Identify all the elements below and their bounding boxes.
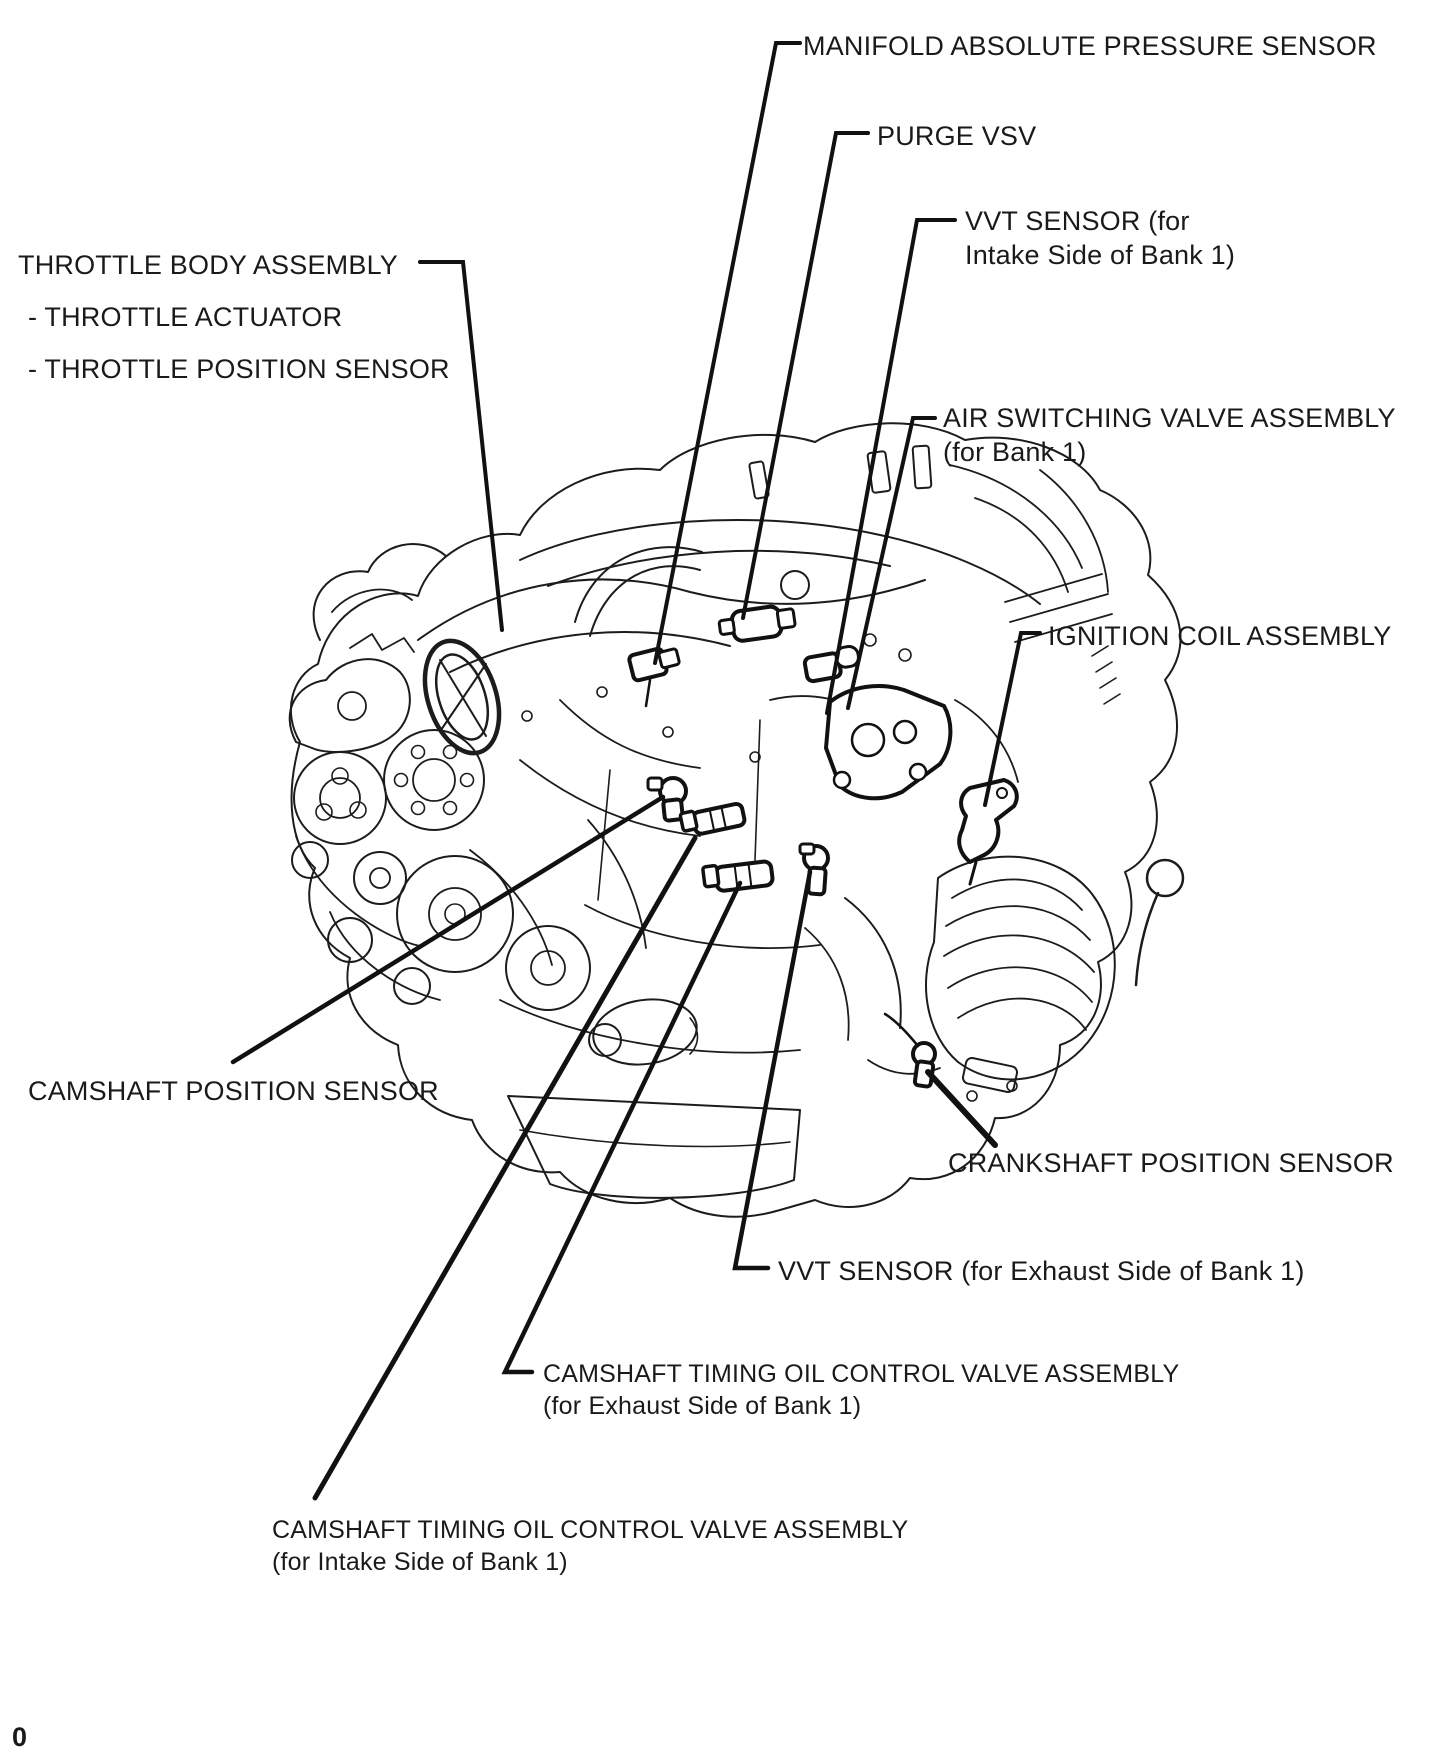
ocv-intake-art xyxy=(678,801,747,836)
label-vvt-sensor-intake-line2: Intake Side of Bank 1) xyxy=(965,240,1236,270)
crankshaft-position-sensor-art xyxy=(883,1012,937,1089)
page-footer-mark: 0 xyxy=(12,1722,28,1752)
label-throttle-body-assembly: THROTTLE BODY ASSEMBLY xyxy=(18,250,399,280)
purge-vsv-art xyxy=(717,604,797,643)
label-ocv-exhaust-line1: CAMSHAFT TIMING OIL CONTROL VALVE ASSEMB… xyxy=(543,1360,1180,1388)
label-crankshaft-position-sensor: CRANKSHAFT POSITION SENSOR xyxy=(948,1148,1394,1178)
label-ocv-intake-line1: CAMSHAFT TIMING OIL CONTROL VALVE ASSEMB… xyxy=(272,1516,909,1544)
label-vvt-sensor-exhaust: VVT SENSOR (for Exhaust Side of Bank 1) xyxy=(778,1256,1305,1286)
vvt-sensor-exhaust-art xyxy=(798,842,830,897)
leader-vvt-sensor-intake xyxy=(825,218,957,715)
throttle-body-art xyxy=(422,638,502,756)
leader-crankshaft-position-sensor xyxy=(925,1069,998,1148)
label-ocv-exhaust-line2: (for Exhaust Side of Bank 1) xyxy=(543,1392,862,1420)
label-air-switching-valve: AIR SWITCHING VALVE ASSEMBLY (for Bank 1… xyxy=(943,401,1396,469)
leader-ocv-exhaust xyxy=(501,880,743,1375)
camshaft-position-sensor-art xyxy=(646,776,688,823)
leader-ignition-coil xyxy=(983,631,1042,807)
label-ignition-coil-assembly: IGNITION COIL ASSEMBLY xyxy=(1048,621,1392,651)
label-throttle-position-sensor: - THROTTLE POSITION SENSOR xyxy=(28,354,450,384)
exhaust-heat-shield-art xyxy=(925,855,1116,1102)
leader-air-switching-valve xyxy=(846,416,937,710)
leader-vvt-sensor-exhaust xyxy=(732,869,813,1271)
label-manifold-absolute-pressure-sensor: MANIFOLD ABSOLUTE PRESSURE SENSOR xyxy=(803,31,1377,61)
label-air-switching-valve-line1: AIR SWITCHING VALVE ASSEMBLY xyxy=(943,403,1396,433)
label-vvt-sensor-intake-line1: VVT SENSOR (for xyxy=(965,206,1190,236)
ocv-exhaust-art xyxy=(701,859,775,893)
label-camshaft-position-sensor: CAMSHAFT POSITION SENSOR xyxy=(28,1076,439,1106)
map-sensor-art xyxy=(627,646,681,708)
label-air-switching-valve-line2: (for Bank 1) xyxy=(943,437,1087,467)
label-vvt-sensor-intake: VVT SENSOR (for Intake Side of Bank 1) xyxy=(965,204,1235,272)
air-switching-valve-art xyxy=(824,684,953,801)
leader-camshaft-position-sensor xyxy=(230,794,666,1065)
label-ocv-intake-line2: (for Intake Side of Bank 1) xyxy=(272,1548,568,1576)
engine-silhouette xyxy=(289,422,1182,1218)
leader-purge-vsv xyxy=(741,131,870,620)
ignition-coil-art xyxy=(957,778,1019,886)
leader-manifold-absolute-pressure-sensor xyxy=(653,41,802,665)
leader-throttle-body-assembly xyxy=(418,260,504,632)
label-ocv-exhaust: CAMSHAFT TIMING OIL CONTROL VALVE ASSEMB… xyxy=(543,1358,1179,1422)
pulley-wheels xyxy=(291,729,591,1011)
leader-ocv-intake xyxy=(312,835,698,1501)
label-throttle-actuator: - THROTTLE ACTUATOR xyxy=(28,302,343,332)
engine-line-art xyxy=(288,422,1185,1218)
label-purge-vsv: PURGE VSV xyxy=(877,121,1037,151)
label-ocv-intake: CAMSHAFT TIMING OIL CONTROL VALVE ASSEMB… xyxy=(272,1514,908,1578)
leader-lines xyxy=(230,41,1042,1501)
